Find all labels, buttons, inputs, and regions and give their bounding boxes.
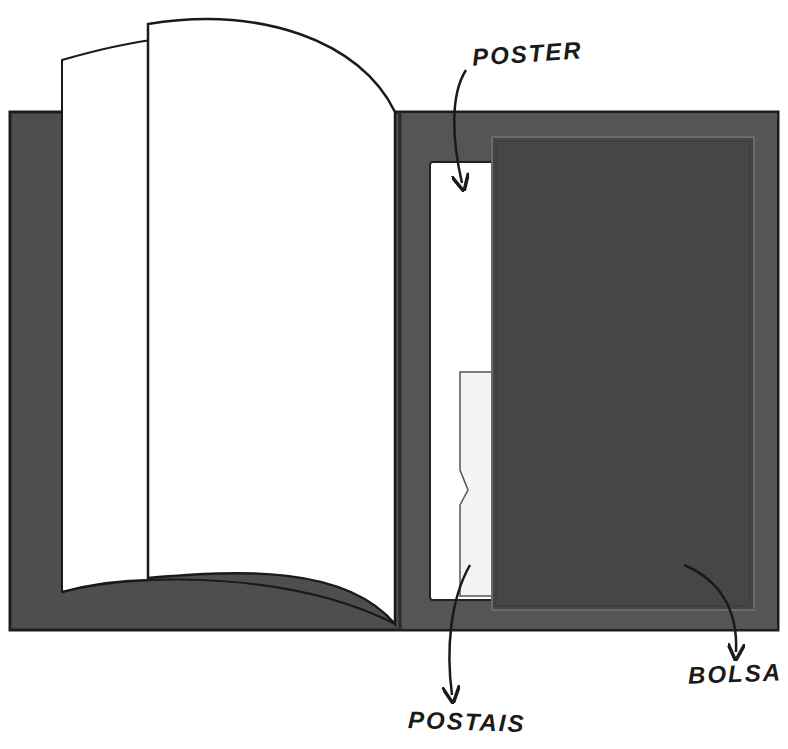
leader-arrow <box>449 565 470 695</box>
spine-line <box>399 112 402 630</box>
leader-arrow <box>684 565 736 652</box>
pocket-edge <box>496 141 750 606</box>
right-cover <box>400 112 778 630</box>
callout-label: POSTER <box>471 36 583 72</box>
page-edge <box>62 580 395 624</box>
postcards <box>460 372 492 596</box>
front-page <box>148 19 395 624</box>
leader-arrow <box>454 70 466 183</box>
pocket <box>492 137 754 610</box>
callout-label: BOLSA <box>688 658 783 689</box>
back-page <box>62 40 152 592</box>
poster-strip <box>430 162 494 600</box>
callout-label: POSTAIS <box>408 706 526 738</box>
